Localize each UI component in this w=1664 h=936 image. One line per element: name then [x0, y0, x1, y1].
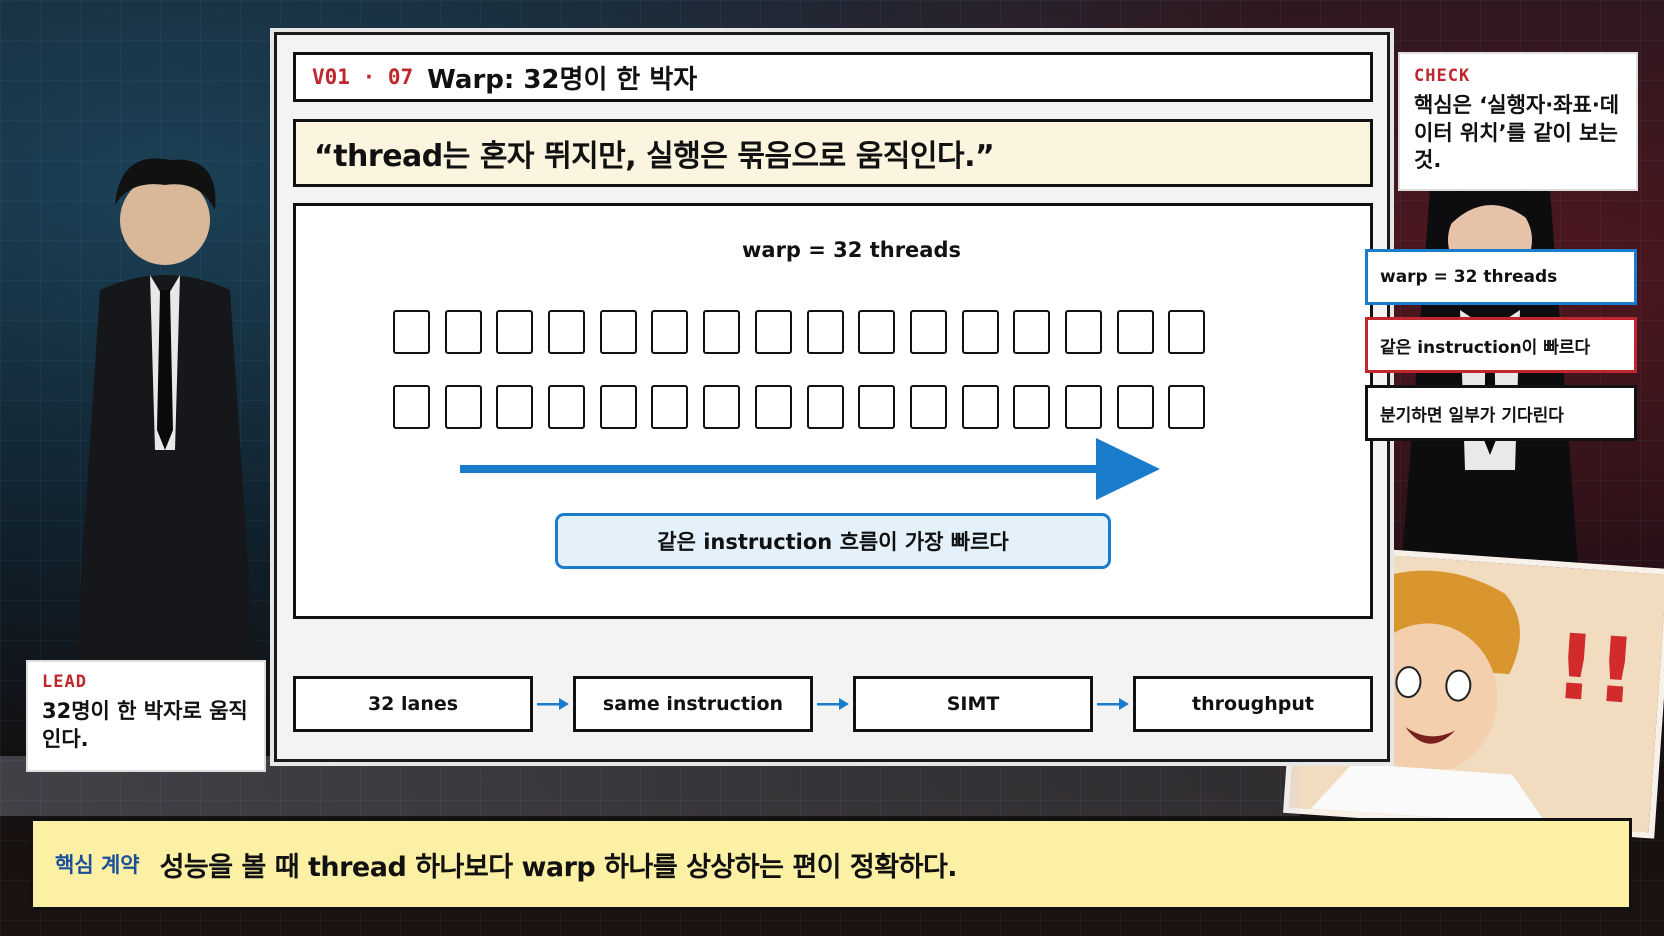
thread-lane — [909, 385, 947, 429]
thread-lane — [1116, 310, 1154, 354]
pipeline-step-throughput: throughput — [1133, 676, 1373, 732]
pipeline-step-instruction: same instruction — [573, 676, 813, 732]
thread-lane — [806, 385, 844, 429]
arrow-right-icon — [533, 676, 573, 732]
thread-lane — [858, 385, 896, 429]
thread-lane — [806, 310, 844, 354]
arrow-right-icon — [1093, 676, 1133, 732]
pipeline-step-label: throughput — [1192, 693, 1314, 715]
thread-lane — [703, 385, 741, 429]
svg-text:!!: !! — [1551, 614, 1640, 724]
thread-lane — [444, 385, 482, 429]
check-tag: CHECK — [1414, 66, 1471, 86]
arrow-right-icon — [813, 676, 853, 732]
note-text: 분기하면 일부가 기다린다 — [1380, 405, 1564, 426]
lead-text: 32명이 한 박자로 움직인다. — [42, 699, 248, 751]
left-character-illustration — [75, 158, 255, 670]
pipeline-step-label: 32 lanes — [367, 693, 459, 715]
thread-lane — [651, 310, 689, 354]
thread-lane — [1013, 310, 1051, 354]
contract-tag: 핵심 계약 — [55, 853, 140, 877]
flow-label: 같은 instruction 흐름이 가장 빠르다 — [657, 530, 1009, 554]
thread-lane — [754, 310, 792, 354]
warp-diagram: warp = 32 threads 같은 instruction 흐름이 가장 … — [293, 203, 1373, 619]
check-text: 핵심은 ‘실행자·좌표·데이터 위치’를 같이 보는 것. — [1414, 93, 1620, 173]
thread-lane — [496, 385, 534, 429]
thread-lane — [754, 385, 792, 429]
note-text: 같은 instruction이 빠르다 — [1380, 337, 1591, 358]
thread-lane — [1116, 385, 1154, 429]
flow-label-box: 같은 instruction 흐름이 가장 빠르다 — [555, 513, 1111, 569]
lead-tag: LEAD — [42, 672, 87, 692]
slide-title-bar: V01 · 07 Warp: 32명이 한 박자 — [293, 52, 1373, 102]
slide-title: Warp: 32명이 한 박자 — [427, 64, 698, 95]
thread-lane — [909, 310, 947, 354]
check-callout: CHECK 핵심은 ‘실행자·좌표·데이터 위치’를 같이 보는 것. — [1398, 52, 1638, 191]
thread-lane — [599, 385, 637, 429]
thread-lane — [393, 385, 430, 429]
thread-lane — [393, 310, 430, 354]
warp-label: warp = 32 threads — [742, 238, 962, 262]
flow-arrow-icon — [460, 438, 1160, 500]
thread-lane — [961, 385, 999, 429]
lane-row-1 — [393, 310, 1206, 354]
lane-row-2 — [393, 385, 1206, 429]
thread-lane — [1168, 385, 1206, 429]
thread-lane — [1064, 310, 1102, 354]
pipeline-step-label: same instruction — [602, 693, 784, 715]
pipeline-step-lanes: 32 lanes — [293, 676, 533, 732]
pipeline-flow: 32 lanes same instruction SIMT throughpu… — [293, 676, 1373, 732]
thread-lane — [444, 310, 482, 354]
lead-callout: LEAD 32명이 한 박자로 움직인다. — [26, 660, 266, 772]
thread-lane — [651, 385, 689, 429]
thread-lane — [703, 310, 741, 354]
note-divergence: 분기하면 일부가 기다린다 — [1365, 385, 1637, 441]
pipeline-step-label: SIMT — [946, 693, 1000, 715]
quote-banner: “thread는 혼자 뛰지만, 실행은 묶음으로 움직인다.” — [293, 119, 1373, 187]
thread-lane — [1168, 310, 1206, 354]
thread-lane — [496, 310, 534, 354]
thread-lane — [1013, 385, 1051, 429]
right-character-illustration — [1400, 170, 1580, 590]
contract-text: 성능을 볼 때 thread 하나보다 warp 하나를 상상하는 편이 정확하… — [159, 851, 958, 883]
pipeline-step-simt: SIMT — [853, 676, 1093, 732]
thread-lane — [548, 310, 586, 354]
note-text: warp = 32 threads — [1380, 267, 1558, 287]
slide-code: V01 · 07 — [312, 65, 414, 89]
thread-lane — [548, 385, 586, 429]
quote-text: “thread는 혼자 뛰지만, 실행은 묶음으로 움직인다.” — [314, 139, 995, 174]
note-same-instruction: 같은 instruction이 빠르다 — [1365, 317, 1637, 373]
main-slide: V01 · 07 Warp: 32명이 한 박자 “thread는 혼자 뛰지만… — [274, 32, 1637, 762]
thread-lane — [599, 310, 637, 354]
contract-banner: 핵심 계약 성능을 볼 때 thread 하나보다 warp 하나를 상상하는 … — [30, 818, 1632, 910]
thread-lane — [961, 310, 999, 354]
note-warp-size: warp = 32 threads — [1365, 249, 1637, 305]
thread-lane — [1064, 385, 1102, 429]
thread-lane — [858, 310, 896, 354]
